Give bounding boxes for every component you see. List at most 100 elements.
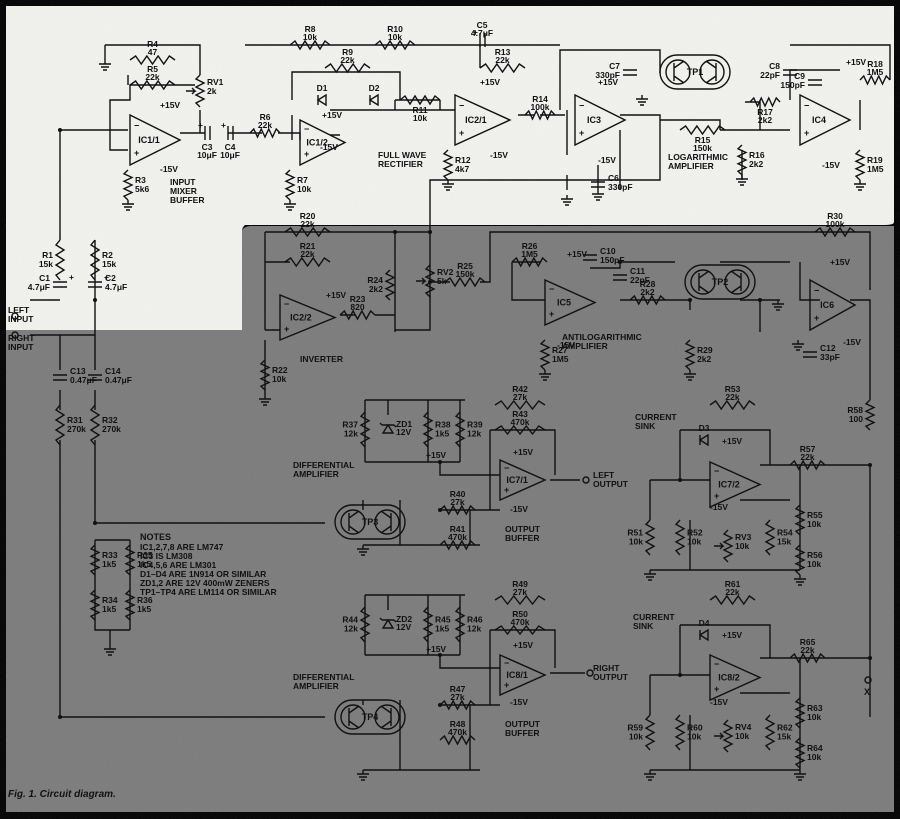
ground-symbol	[854, 180, 866, 191]
resistor-r62	[764, 714, 776, 751]
noninverting-input-mark: +	[814, 313, 819, 323]
transistor-pair-label: TP2	[712, 277, 729, 287]
opamp-label: IC8/1	[506, 670, 528, 680]
block-label-rectifier: FULL WAVE	[378, 150, 427, 160]
junction-dot	[758, 298, 762, 302]
resistor-r60	[674, 714, 686, 751]
polarity-mark: +	[69, 272, 74, 282]
resistor-value: 150k	[456, 269, 475, 279]
diode-d3	[698, 433, 709, 447]
resistor-ref: R23	[350, 294, 366, 304]
resistor-ref: R26	[522, 241, 538, 251]
supply-pos: +15V	[722, 630, 742, 640]
resistor-value: 2k2	[369, 284, 383, 294]
resistor-r12	[442, 149, 454, 181]
inverting-input-mark: −	[459, 101, 464, 111]
opamp-label: IC1/2	[306, 138, 328, 148]
capacitor-ref: C5	[477, 20, 488, 30]
resistor-ref: R42	[512, 384, 528, 394]
inverting-input-mark: −	[304, 124, 309, 134]
resistor-value: 10k	[807, 752, 821, 762]
junction-dot	[58, 128, 62, 132]
transistor-pair-label: TP3	[362, 517, 379, 527]
block-label-current-sink-2: CURRENT	[633, 612, 675, 622]
resistor-ref: R11	[412, 105, 427, 115]
block-label-diff-amp-2: AMPLIFIER	[293, 681, 339, 691]
resistor-ref: R50	[512, 609, 528, 619]
resistor-ref: R38	[435, 420, 451, 430]
junction-dot	[438, 460, 442, 464]
capacitor-c2	[88, 281, 102, 288]
resistor-ref: R5	[147, 64, 158, 74]
resistor-r10	[374, 39, 416, 51]
resistor-ref: R25	[457, 261, 473, 271]
resistor-value: 27k	[450, 692, 464, 702]
ground-symbol	[357, 770, 369, 781]
ground-symbol	[99, 60, 111, 71]
resistor-value: 10k	[303, 32, 317, 42]
resistor-r45	[422, 606, 434, 643]
ground-symbol	[736, 175, 748, 186]
capacitor-value: 10μF	[220, 150, 240, 160]
capacitor-ref: C12	[820, 343, 836, 353]
capacitor-c12	[803, 351, 817, 358]
polarity-mark: +	[221, 120, 226, 130]
capacitor-value: 150pF	[780, 80, 805, 90]
ground-symbol	[794, 770, 806, 781]
diode-d4	[698, 628, 709, 642]
wire	[511, 261, 675, 301]
resistor-ref: R1	[42, 250, 53, 260]
capacitor-c3	[204, 126, 211, 140]
capacitor-c7	[623, 69, 637, 76]
resistor-value: 47	[148, 47, 158, 57]
resistor-r15	[679, 124, 726, 136]
resistor-ref: R63	[807, 703, 823, 713]
junction-dot	[438, 653, 442, 657]
resistor-ref: R36	[137, 595, 153, 605]
supply-neg: -15V	[160, 164, 178, 174]
resistor-value: 2k2	[697, 354, 711, 364]
capacitor-value: 10μF	[197, 150, 217, 160]
resistor-r64	[794, 737, 806, 769]
resistor-r9	[324, 62, 371, 74]
resistor-r8	[289, 39, 331, 51]
zener-value: 12V	[396, 622, 411, 632]
noninverting-input-mark: +	[549, 309, 554, 319]
resistor-r65	[789, 652, 826, 664]
block-label-diff-amp-2: DIFFERENTIAL	[293, 672, 354, 682]
zener-ref: ZD1	[396, 419, 412, 429]
resistor-r53	[709, 399, 756, 411]
resistor-r13	[479, 62, 526, 74]
diode-ref: D4	[699, 618, 710, 628]
resistor-r54	[764, 519, 776, 556]
junction-dot	[93, 521, 97, 525]
resistor-value: 10k	[413, 113, 427, 123]
resistor-r59	[644, 714, 656, 751]
resistor-r51	[644, 519, 656, 556]
resistor-ref: R15	[695, 135, 711, 145]
wire	[104, 44, 201, 151]
resistor-r25	[444, 276, 486, 288]
junction-dot	[868, 656, 872, 660]
io-right-input: RIGHT	[8, 333, 35, 343]
resistor-r29	[684, 339, 696, 371]
resistor-ref: R10	[387, 24, 403, 34]
terminal	[11, 331, 19, 339]
diode-ref: D3	[699, 423, 710, 433]
capacitor-c11	[613, 274, 627, 281]
capacitor-ref: C14	[105, 366, 121, 376]
block-label-inverter: INVERTER	[300, 354, 343, 364]
io-right-output: RIGHT	[593, 663, 620, 673]
resistor-value: 27k	[450, 497, 464, 507]
resistor-value: 10k	[687, 537, 701, 547]
resistor-value: 5k6	[135, 184, 149, 194]
resistor-value: 100k	[531, 102, 550, 112]
wire	[566, 110, 621, 190]
resistor-value: 270k	[67, 424, 86, 434]
resistor-ref: R12	[455, 155, 471, 165]
resistor-ref: R8	[305, 24, 316, 34]
opamp-ic1-1	[129, 113, 182, 167]
capacitor-c6	[591, 181, 605, 188]
ground-symbol	[104, 645, 116, 656]
supply-pos: +15V	[326, 290, 346, 300]
